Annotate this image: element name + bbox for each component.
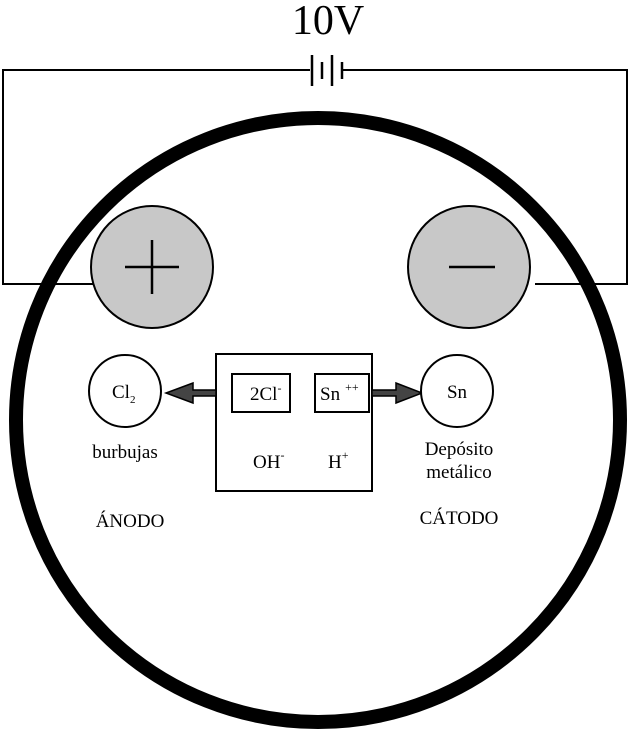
arrow-to-cathode-icon bbox=[371, 381, 425, 405]
chlorine-product-circle bbox=[88, 354, 162, 428]
battery-icon bbox=[310, 55, 344, 86]
voltage-label: 10V bbox=[292, 0, 364, 44]
chloride-ion-box bbox=[231, 373, 291, 413]
cathode-product-note-line1: Depósito bbox=[425, 439, 494, 460]
plus-icon bbox=[125, 240, 179, 294]
chlorine-product-label: Cl2 bbox=[112, 382, 135, 406]
tin-product-label: Sn bbox=[447, 382, 468, 403]
tin-ion-label: Sn++ bbox=[320, 380, 359, 405]
electrolytic-cell bbox=[9, 111, 627, 729]
tin-product-circle bbox=[420, 354, 494, 428]
hydroxide-ion-label: OH- bbox=[253, 448, 284, 473]
cathode-product-note-line2: metálico bbox=[426, 462, 491, 483]
anode-label: ÁNODO bbox=[96, 510, 165, 532]
chloride-ion-label: 2Cl- bbox=[250, 381, 281, 405]
anode-product-note: burbujas bbox=[92, 442, 157, 463]
arrow-to-anode-icon bbox=[163, 381, 217, 405]
cathode-label: CÁTODO bbox=[420, 507, 499, 529]
proton-ion-label: H+ bbox=[328, 448, 349, 473]
tin-ion-box bbox=[314, 373, 370, 413]
